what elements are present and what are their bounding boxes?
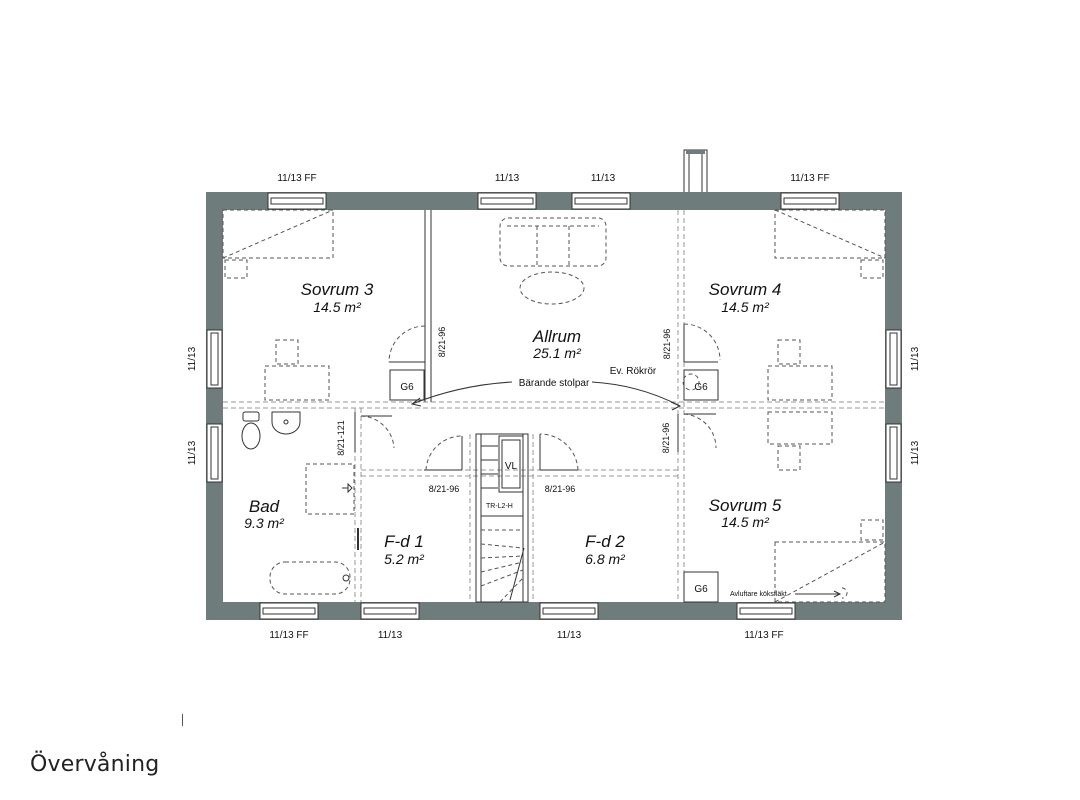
barande-arrows — [410, 381, 682, 411]
door-fd-1 — [424, 435, 463, 471]
sofa-allrum — [499, 217, 607, 267]
window-top-4 — [780, 192, 840, 210]
window-bottom-3 — [539, 602, 599, 620]
door-label-fd-2: 8/21-96 — [545, 484, 576, 494]
stair-label: TR-L2-H — [486, 503, 513, 510]
door-sovrum-5 — [677, 413, 717, 452]
desk-sovrum-5 — [767, 411, 833, 471]
window-top-1 — [267, 192, 327, 210]
window-bottom-2 — [360, 602, 420, 620]
room-name-fd-1: F-d 1 — [384, 532, 424, 551]
room-area-fd-1: 5.2 m² — [384, 551, 425, 567]
window-left-2 — [206, 423, 223, 483]
door-label-bad: 8/21-121 — [336, 420, 346, 456]
room-name-sovrum-4: Sovrum 4 — [709, 280, 782, 299]
window-label-right-1: 11/13 — [910, 346, 921, 371]
window-top-3 — [571, 192, 631, 210]
room-name-bad: Bad — [249, 497, 280, 516]
shower-area — [305, 463, 355, 515]
door-bad — [354, 412, 395, 452]
window-right-2 — [885, 423, 902, 483]
window-label-top-2: 11/13 — [495, 173, 520, 184]
staircase — [475, 433, 529, 603]
room-area-fd-2: 6.8 m² — [585, 551, 626, 567]
page-title: Övervåning — [30, 752, 160, 777]
room-area-sovrum-3: 14.5 m² — [313, 299, 362, 315]
window-label-top-3: 11/13 — [591, 173, 616, 184]
room-name-sovrum-3: Sovrum 3 — [301, 280, 374, 299]
window-label-bottom-4: 11/13 FF — [744, 630, 783, 641]
door-label-sovrum-4: 8/21-96 — [662, 329, 672, 360]
g6-label-sovrum-4: G6 — [694, 382, 708, 393]
door-label-sovrum-5: 8/21-96 — [661, 423, 671, 454]
window-right-1 — [885, 329, 902, 389]
window-bottom-4 — [736, 602, 796, 620]
window-top-2 — [477, 192, 537, 210]
margin-tick — [182, 714, 183, 726]
window-label-bottom-1: 11/13 FF — [269, 630, 308, 641]
toilet-icon — [241, 411, 261, 450]
window-label-bottom-3: 11/13 — [557, 630, 582, 641]
room-area-sovrum-5: 14.5 m² — [721, 514, 770, 530]
door-label-fd-1: 8/21-96 — [429, 484, 460, 494]
kitchen-fan-arrow — [795, 587, 848, 599]
windows — [206, 192, 902, 620]
window-bottom-1 — [259, 602, 319, 620]
window-label-bottom-2: 11/13 — [378, 630, 403, 641]
window-label-top-1: 11/13 FF — [277, 173, 316, 184]
window-label-right-2: 11/13 — [910, 440, 921, 465]
bed-sovrum-3 — [222, 209, 334, 279]
window-label-top-4: 11/13 FF — [790, 173, 829, 184]
window-left-1 — [206, 329, 223, 389]
bed-sovrum-4 — [774, 209, 886, 279]
desk-sovrum-3 — [264, 339, 330, 401]
wardrobe-sovrum-5 — [683, 571, 719, 603]
vl-label: VL — [505, 461, 518, 472]
wardrobe-sovrum-3 — [389, 369, 425, 401]
exterior-walls — [206, 192, 902, 620]
room-name-sovrum-5: Sovrum 5 — [709, 496, 782, 515]
room-name-fd-2: F-d 2 — [585, 532, 625, 551]
desk-sovrum-4 — [767, 339, 833, 401]
rokror-label: Ev. Rökrör — [610, 366, 657, 377]
door-fd-2 — [539, 433, 579, 471]
window-label-left-1: 11/13 — [187, 346, 198, 371]
g6-label-sovrum-5: G6 — [694, 584, 708, 595]
chimney-flue — [682, 373, 700, 391]
barande-label: Bärande stolpar — [519, 378, 590, 389]
window-label-left-2: 11/13 — [187, 440, 198, 465]
table-allrum — [519, 271, 585, 305]
room-area-sovrum-4: 14.5 m² — [721, 299, 770, 315]
room-name-allrum: Allrum — [532, 327, 581, 346]
room-area-allrum: 25.1 m² — [532, 345, 582, 361]
door-sovrum-4 — [683, 323, 721, 363]
sink-icon — [271, 411, 301, 435]
room-area-bad: 9.3 m² — [244, 515, 285, 531]
kitchen-fan-label: Avluftare köksfläkt — [730, 591, 787, 598]
door-label-sovrum-3: 8/21-96 — [437, 327, 447, 358]
door-sovrum-3 — [388, 325, 426, 402]
chimney — [683, 149, 708, 195]
g6-label-sovrum-3: G6 — [400, 382, 414, 393]
interior-partitions — [223, 210, 885, 602]
bed-sovrum-5 — [774, 519, 886, 603]
bathtub-icon — [269, 561, 351, 595]
